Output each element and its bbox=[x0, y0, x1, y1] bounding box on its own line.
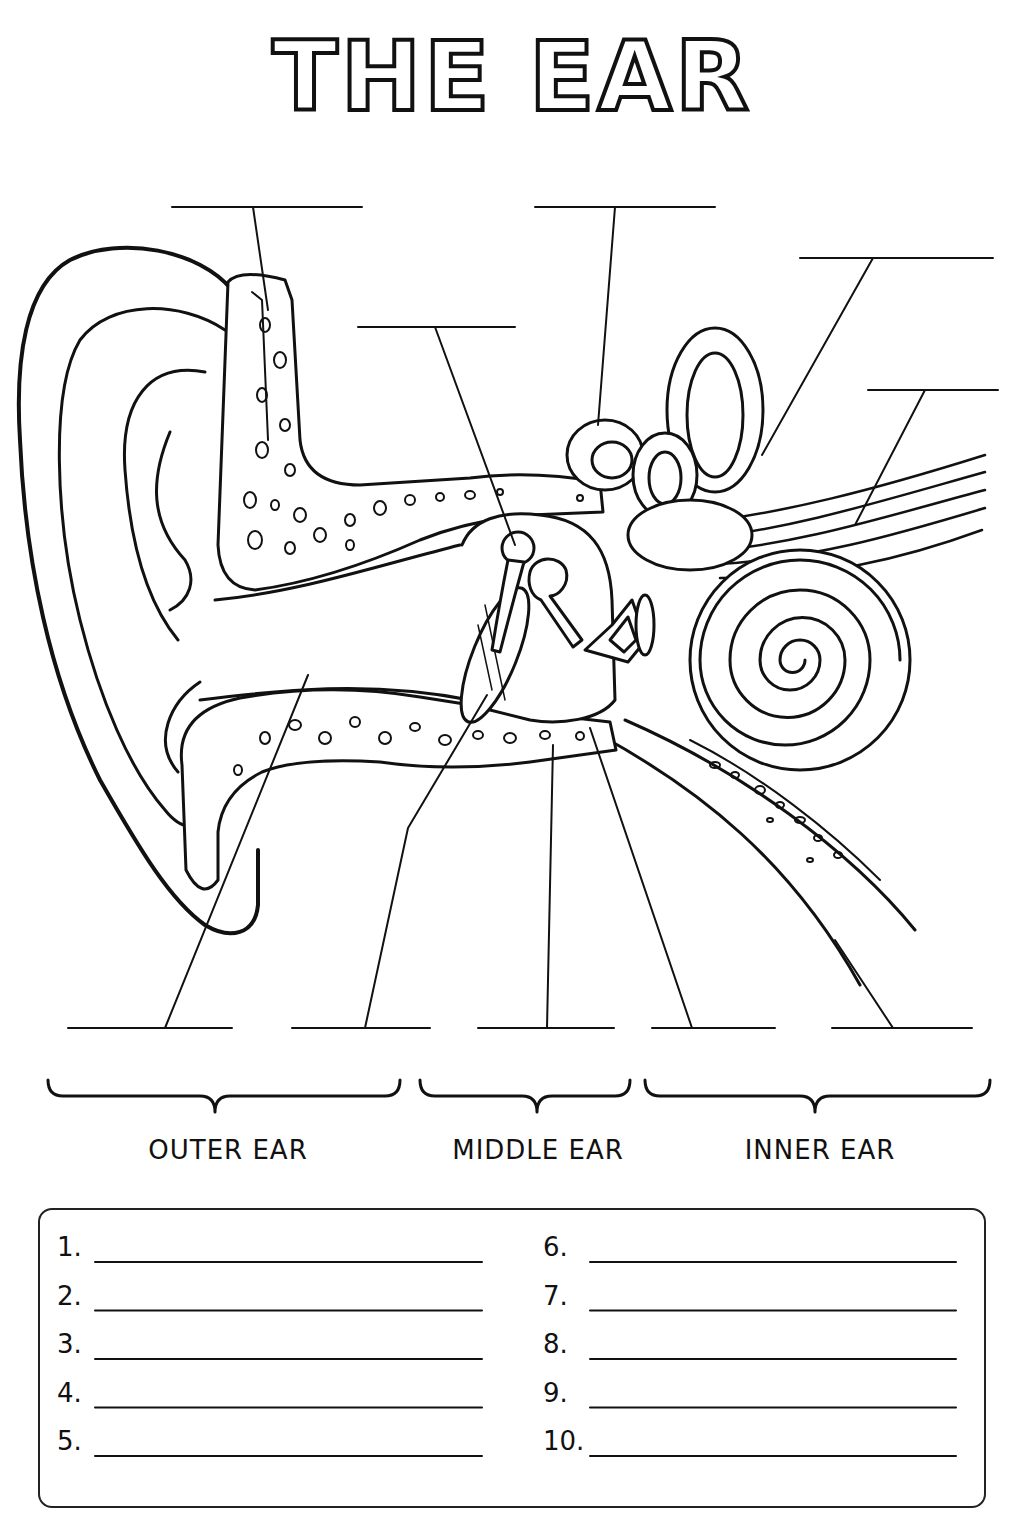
section-label: INNER EAR bbox=[745, 1134, 896, 1166]
section-label: MIDDLE EAR bbox=[452, 1134, 624, 1166]
semicircular-canals bbox=[567, 328, 763, 570]
answer-number: 8. bbox=[543, 1329, 568, 1359]
answer-lines bbox=[95, 1262, 956, 1456]
answer-number: 5. bbox=[57, 1426, 82, 1456]
answer-number: 3. bbox=[57, 1329, 82, 1359]
title: THE EAR bbox=[272, 22, 752, 132]
answer-number: 1. bbox=[57, 1232, 82, 1262]
middle-ear bbox=[448, 514, 654, 730]
eardrum bbox=[448, 580, 543, 730]
leader-lines bbox=[68, 207, 998, 1028]
answer-number: 9. bbox=[543, 1378, 568, 1408]
answer-box: 1. 2. 3. 4. 5. 6. 7. 8. 9. 10. bbox=[38, 1208, 986, 1508]
answer-number: 6. bbox=[543, 1232, 568, 1262]
section-braces bbox=[48, 1080, 990, 1112]
answer-number: 2. bbox=[57, 1281, 82, 1311]
cochlea bbox=[690, 550, 910, 770]
answer-number: 10. bbox=[543, 1426, 584, 1456]
incus bbox=[529, 559, 582, 647]
answer-number: 4. bbox=[57, 1378, 82, 1408]
pinna bbox=[19, 248, 258, 933]
answer-number: 7. bbox=[543, 1281, 568, 1311]
section-label: OUTER EAR bbox=[148, 1134, 307, 1166]
ear-canal bbox=[200, 545, 470, 700]
